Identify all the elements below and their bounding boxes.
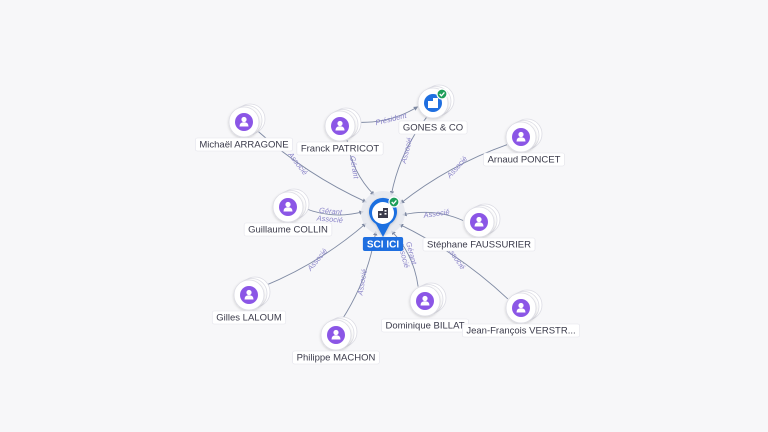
node-label: Guillaume COLLIN — [248, 225, 328, 236]
person-icon — [512, 299, 530, 317]
person-node-franck[interactable]: Franck PATRICOT — [296, 107, 384, 156]
node-label: Jean-François VERSTR... — [466, 326, 575, 337]
person-node-stephane[interactable]: Stéphane FAUSSURIER — [422, 203, 536, 252]
edge-stephane-center — [402, 211, 464, 221]
node-label: Stéphane FAUSSURIER — [427, 240, 531, 251]
center-node[interactable]: SCI ICI — [361, 191, 405, 251]
node-label-franck[interactable]: Franck PATRICOT — [296, 141, 384, 156]
edge-label: Associé — [444, 154, 469, 180]
person-icon — [331, 117, 349, 135]
node-label-philippe[interactable]: Philippe MACHON — [292, 350, 380, 365]
node-label-dominique[interactable]: Dominique BILLAT — [381, 318, 469, 333]
building-icon — [378, 208, 388, 218]
person-icon — [416, 292, 434, 310]
edge-label: Associé — [305, 247, 329, 274]
node-label-jeanfrancois[interactable]: Jean-François VERSTR... — [462, 323, 580, 338]
node-label: Michaël ARRAGONE — [199, 140, 288, 151]
person-node-philippe[interactable]: Philippe MACHON — [292, 316, 380, 365]
person-icon — [327, 326, 345, 344]
node-label: Arnaud PONCET — [488, 155, 561, 166]
node-label-guillaume[interactable]: Guillaume COLLIN — [243, 222, 333, 237]
edge-dominique-center — [391, 230, 419, 287]
edge-label: Associé — [315, 213, 343, 224]
person-icon — [235, 113, 253, 131]
person-node-michael[interactable]: Michaël ARRAGONE — [195, 103, 293, 152]
building-icon — [424, 94, 442, 112]
person-node-arnaud[interactable]: Arnaud PONCET — [483, 118, 565, 167]
node-label: Philippe MACHON — [297, 353, 376, 364]
person-icon — [279, 198, 297, 216]
node-label-gones[interactable]: GONES & CO — [398, 120, 468, 135]
person-node-guillaume[interactable]: Guillaume COLLIN — [243, 188, 333, 237]
edge-label: Gérant — [319, 206, 344, 217]
node-label: Dominique BILLAT — [385, 321, 464, 332]
edge-franck-gones — [355, 106, 419, 123]
edge-guillaume-center — [303, 207, 364, 216]
verified-icon — [388, 196, 400, 208]
edge-label: Associé — [355, 268, 369, 296]
node-label-michael[interactable]: Michaël ARRAGONE — [195, 137, 293, 152]
edge-label: Associé — [399, 137, 415, 166]
person-node-dominique[interactable]: Dominique BILLAT — [381, 282, 469, 333]
company-node-gones[interactable]: GONES & CO — [398, 84, 468, 135]
node-label-gilles[interactable]: Gilles LALOUM — [211, 310, 287, 325]
person-node-gilles[interactable]: Gilles LALOUM — [211, 276, 287, 325]
center-node-label[interactable]: SCI ICI — [362, 237, 404, 251]
node-label: Franck PATRICOT — [301, 144, 379, 155]
nodes-layer: Michaël ARRAGONE Franck PATRICOT Arnaud PO… — [195, 84, 580, 365]
person-icon — [512, 128, 530, 146]
center-label-text: SCI ICI — [367, 240, 399, 251]
person-icon — [470, 213, 488, 231]
edge-label: Associé — [422, 207, 450, 220]
person-node-jeanfrancois[interactable]: Jean-François VERSTR... — [462, 289, 580, 338]
verified-icon — [436, 88, 448, 100]
edge-arnaud-center — [399, 144, 508, 204]
person-icon — [240, 286, 258, 304]
edge-label: Gérant — [348, 155, 361, 180]
edge-jeanfrancois-center — [398, 223, 509, 300]
node-label: Gilles LALOUM — [216, 313, 282, 324]
edge-gilles-center — [262, 222, 367, 288]
node-label: GONES & CO — [403, 123, 463, 134]
node-label-arnaud[interactable]: Arnaud PONCET — [483, 152, 565, 167]
node-label-stephane[interactable]: Stéphane FAUSSURIER — [422, 237, 536, 252]
